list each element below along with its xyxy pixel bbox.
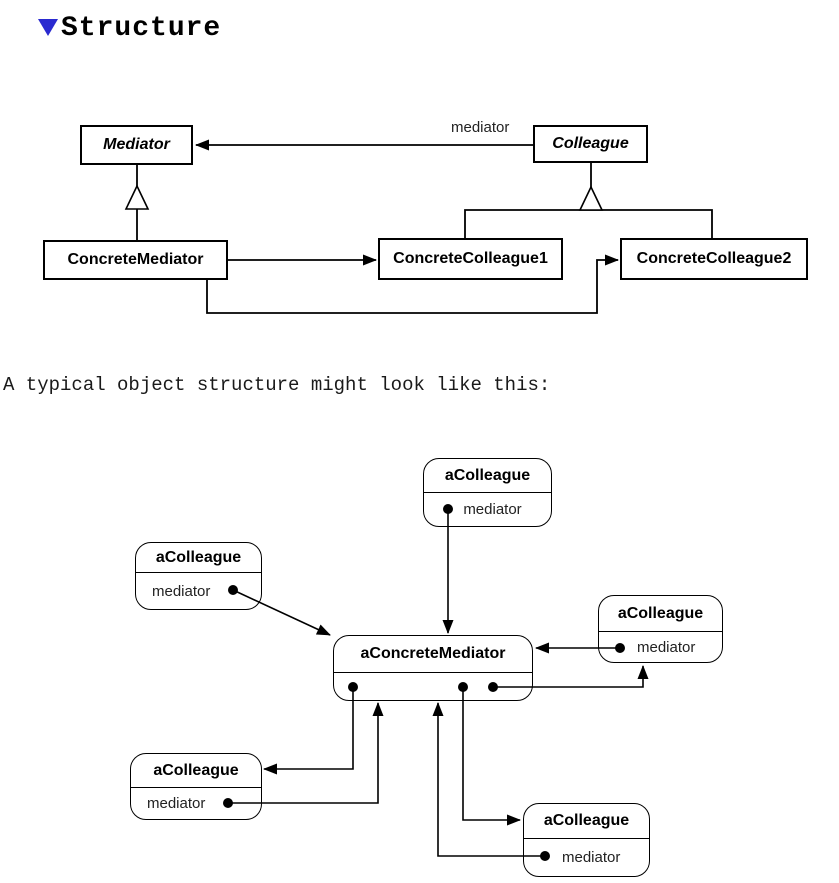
class-label: ConcreteMediator [67,251,204,268]
object-aconcretemediator: aConcreteMediator [333,635,533,701]
object-acolleague-right: aColleague mediator [598,595,723,663]
class-colleague: Colleague [533,125,648,163]
object-title: aColleague [524,804,649,839]
section-title: Structure [61,13,222,44]
object-acolleague-bottom-left: aColleague mediator [130,753,262,820]
object-acolleague-top: aColleague mediator [423,458,552,527]
association-role-label: mediator [451,119,510,136]
inheritance-concretemediator-to-mediator [124,165,150,240]
class-label: ConcreteColleague1 [393,250,548,267]
class-concrete-mediator: ConcreteMediator [43,240,228,280]
mediator-field: mediator [152,582,211,600]
mediator-field: mediator [562,849,621,866]
link-mediator-to-bottom-right-colleague [462,687,521,826]
object-title: aColleague [424,459,551,493]
section-heading: Structure [38,13,221,45]
object-title: aConcreteMediator [334,636,532,673]
object-acolleague-left: aColleague mediator [135,542,262,610]
class-label: ConcreteColleague2 [636,250,792,267]
class-label: Colleague [552,135,629,152]
mediator-field: mediator [463,501,522,518]
object-title: aColleague [136,543,261,573]
object-title: aColleague [131,754,261,788]
class-concrete-colleague1: ConcreteColleague1 [378,238,563,280]
references-compartment [334,673,532,700]
mediator-field: mediator [147,795,206,812]
class-concrete-colleague2: ConcreteColleague2 [620,238,808,280]
object-title: aColleague [599,596,722,632]
inheritance-concretecolleagues-to-colleague [464,163,713,238]
intro-text: A typical object structure might look li… [3,374,551,396]
mediator-field: mediator [637,638,696,656]
class-mediator: Mediator [80,125,193,165]
collapse-triangle-icon[interactable] [38,19,58,36]
class-label: Mediator [103,136,170,153]
object-acolleague-bottom-right: aColleague mediator [523,803,650,877]
